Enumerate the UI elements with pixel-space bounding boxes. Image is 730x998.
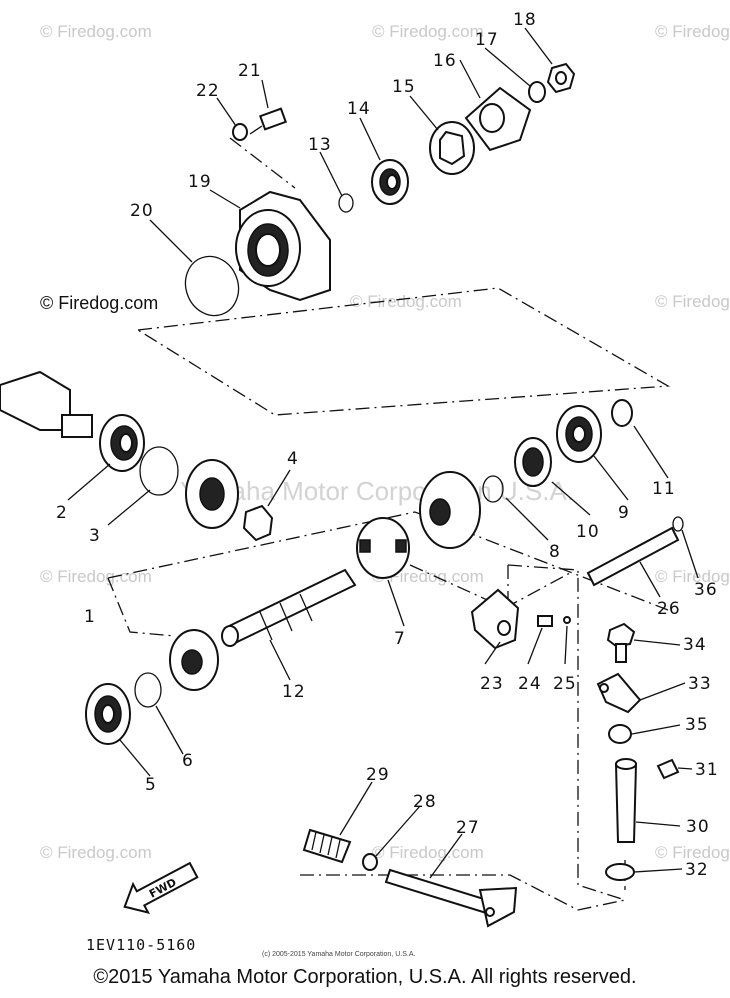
leader-lines — [67, 27, 699, 879]
fwd-arrow: FWD — [123, 861, 199, 914]
watermark: © Firedog.com — [372, 22, 484, 41]
part-label: 13 — [308, 135, 332, 155]
part-12-shaft — [221, 568, 357, 647]
part-label: 4 — [287, 449, 299, 469]
part-19-housing — [235, 190, 331, 302]
part-label: 31 — [695, 760, 719, 780]
part-2-bearing — [99, 414, 145, 472]
part-35-nut — [608, 724, 632, 744]
watermark: © Firedog.com — [655, 292, 730, 311]
part-7-clutch — [356, 517, 410, 579]
part-label: 11 — [652, 479, 676, 499]
part-6-washer — [134, 672, 162, 708]
part-23-fork — [470, 588, 520, 650]
part-label: 33 — [688, 674, 712, 694]
part-21-bolt — [249, 107, 288, 135]
part-gear-upper — [185, 459, 239, 529]
part-label: 35 — [685, 715, 709, 735]
part-label: 15 — [392, 77, 416, 97]
watermark-dark: © Firedog.com — [40, 293, 158, 313]
part-label: 34 — [683, 635, 707, 655]
part-26-shaft — [586, 526, 680, 587]
part-20-o-ring — [184, 255, 240, 317]
part-14-bearing — [371, 159, 409, 205]
part-label: 3 — [89, 526, 101, 546]
part-label: 32 — [685, 860, 709, 880]
part-22-washer — [232, 123, 248, 141]
part-drive-gear-right — [419, 471, 481, 549]
part-label: 5 — [145, 775, 157, 795]
part-label: 36 — [694, 580, 718, 600]
part-17-washer — [528, 81, 546, 103]
part-30-shaft — [614, 758, 638, 843]
part-15-flange — [429, 121, 475, 175]
part-label: 20 — [130, 201, 154, 221]
part-label: 7 — [394, 629, 406, 649]
watermark: © Firedog.com — [655, 567, 730, 586]
part-25-ball — [563, 616, 571, 624]
part-24-spring — [537, 615, 553, 627]
part-8-washer — [482, 475, 504, 503]
small-copyright: (c) 2005-2015 Yamaha Motor Corporation, … — [262, 951, 415, 958]
watermark: © Firedog.com — [350, 292, 462, 311]
part-label: 24 — [518, 674, 542, 694]
shaft-left — [0, 370, 93, 438]
part-label: 18 — [513, 10, 537, 30]
part-label: 25 — [553, 674, 577, 694]
watermark: © Firedog.com — [655, 843, 730, 862]
part-label: 1 — [84, 607, 96, 627]
part-28-washer — [362, 853, 378, 871]
part-32-washer — [605, 863, 635, 881]
part-27-shift-shaft — [384, 868, 518, 928]
part-label: 29 — [366, 765, 390, 785]
part-label: 12 — [282, 682, 306, 702]
part-9-bearing — [556, 405, 602, 463]
part-36-o-ring — [672, 516, 684, 532]
part-label: 9 — [618, 503, 630, 523]
part-13-circlip — [338, 193, 354, 213]
part-16-yoke — [464, 86, 532, 152]
part-11-lock-washer — [611, 399, 633, 427]
part-label: 22 — [196, 81, 220, 101]
part-label: 2 — [56, 503, 68, 523]
watermark: © Firedog.com — [655, 22, 730, 41]
part-label: 28 — [413, 792, 437, 812]
part-label: 10 — [576, 522, 600, 542]
part-label: 17 — [475, 30, 499, 50]
part-5-bearing — [85, 683, 131, 745]
part-labels: 18 17 16 21 15 22 14 13 19 20 4 11 2 9 3… — [56, 10, 719, 880]
part-34-bolt — [606, 622, 636, 663]
part-4-nut — [242, 504, 274, 542]
part-1-gear — [169, 629, 219, 691]
center-watermark: Yamaha Motor Corporation U.S.A. — [180, 476, 574, 506]
part-33-lever — [596, 672, 642, 714]
part-29-spring — [302, 828, 352, 864]
part-3-o-ring — [139, 446, 179, 496]
diagram-code: 1EV110-5160 — [86, 936, 196, 954]
watermark: © Firedog.com — [40, 843, 152, 862]
part-31-clip — [656, 758, 680, 780]
watermarks: © Firedog.com © Firedog.com © Firedog.co… — [40, 22, 730, 862]
part-label: 23 — [480, 674, 504, 694]
part-label: 27 — [456, 818, 480, 838]
part-label: 19 — [188, 172, 212, 192]
copyright-footer: ©2015 Yamaha Motor Corporation, U.S.A. A… — [93, 966, 637, 988]
watermark: © Firedog.com — [372, 843, 484, 862]
part-18-nut — [546, 62, 576, 94]
part-label: 30 — [686, 817, 710, 837]
part-label: 6 — [182, 751, 194, 771]
watermark: © Firedog.com — [40, 567, 152, 586]
part-10-seal — [514, 437, 552, 487]
part-label: 14 — [347, 99, 371, 119]
part-label: 16 — [433, 51, 457, 71]
watermark: © Firedog.com — [40, 22, 152, 41]
part-label: 26 — [657, 599, 681, 619]
part-label: 8 — [549, 542, 561, 562]
part-label: 21 — [238, 61, 262, 81]
